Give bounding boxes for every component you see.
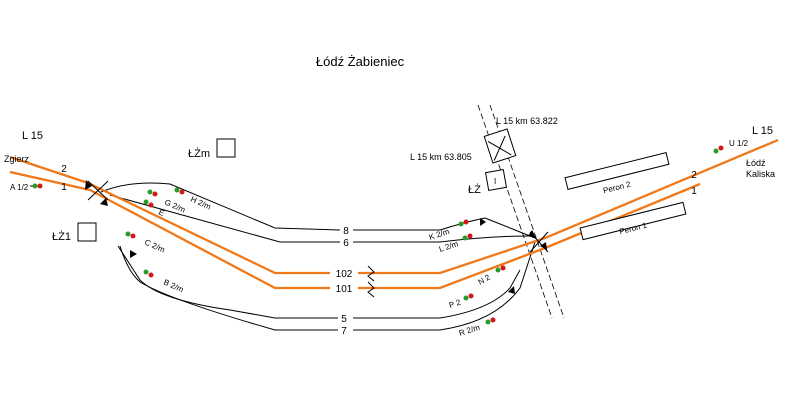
track-label-right-2: 2 <box>691 170 697 181</box>
track-label-8: 8 <box>343 226 349 237</box>
post-lz1-label: ŁŻ1 <box>52 230 71 243</box>
insulation-break-101 <box>367 281 375 298</box>
signal-b-label: B 2/m <box>162 278 185 295</box>
track-diagonal-right <box>484 217 536 239</box>
track-label-5: 5 <box>341 314 347 325</box>
signal-n <box>495 265 506 273</box>
switch-left-arrow-a <box>85 180 92 190</box>
post-lzm-label: ŁŻm <box>188 147 210 160</box>
switch-right-arrow-a <box>528 230 536 238</box>
switch-left-cross <box>87 180 109 201</box>
switch-right-bottom-arrow <box>508 286 515 294</box>
track-7-right <box>353 241 536 331</box>
track-6-right <box>353 235 531 243</box>
switch-left-bottom-arrow <box>130 250 137 258</box>
post-lz1-box <box>77 222 97 242</box>
switch-left-arrow-b <box>100 198 108 206</box>
signal-e-label: E <box>157 208 166 218</box>
track-7-left <box>119 245 338 331</box>
signal-b <box>143 269 154 278</box>
crossing-gate-cross-b <box>493 135 506 161</box>
signal-r <box>485 317 496 325</box>
crossing-gate-box <box>483 128 517 164</box>
signal-p <box>463 293 474 301</box>
signal-u-label: U 1/2 <box>729 139 749 148</box>
post-lzm-box <box>216 138 236 158</box>
platform-2 <box>564 151 670 191</box>
signal-g-label: G 2/m <box>163 198 187 215</box>
main-track-2-left <box>9 155 330 275</box>
signal-a <box>30 183 43 189</box>
lz-post-mark: I <box>494 177 496 186</box>
line-label-right: L 15 <box>752 125 773 137</box>
destination-lodz: Łódź <box>746 158 766 168</box>
track-label-left-2: 2 <box>61 164 67 175</box>
signal-l-label: L 2/m <box>438 239 460 254</box>
signal-u <box>713 145 724 154</box>
platform-2-label: Peron 2 <box>602 180 632 196</box>
signal-c <box>125 231 136 239</box>
track-label-102: 102 <box>336 269 353 280</box>
signal-r-label: R 2/m <box>458 323 481 338</box>
signal-g <box>147 189 158 197</box>
switch-right-arrow-b <box>540 242 547 250</box>
track-8-left <box>100 182 341 231</box>
line-label-left: L 15 <box>22 130 43 142</box>
platform-1 <box>579 201 687 241</box>
post-lz-label: ŁŻ <box>468 183 481 196</box>
destination-kaliska: Kaliska <box>746 169 775 179</box>
page-title: Łódź Żabieniec <box>316 54 405 69</box>
track-6-left <box>109 194 340 243</box>
track-5-left <box>117 245 338 319</box>
insulation-break-102 <box>367 265 375 282</box>
signal-h-label: H 2/m <box>189 195 212 212</box>
signal-c-label: C 2/m <box>143 238 166 255</box>
track-5-right <box>353 269 521 319</box>
signal-l <box>462 233 473 241</box>
destination-zgierz: Zgierz <box>4 154 30 164</box>
signal-h <box>174 187 185 195</box>
signal-a-label: A 1/2 <box>10 183 29 192</box>
signal-p-label: P 2 <box>448 298 463 310</box>
signal-k <box>458 219 469 227</box>
track-label-right-1: 1 <box>691 186 697 197</box>
signal-n-label: N 2 <box>477 272 493 286</box>
signal-e <box>143 199 154 208</box>
track-label-7: 7 <box>341 326 347 337</box>
track-label-left-1: 1 <box>61 182 67 193</box>
main-track-1-left <box>9 170 330 290</box>
crossing-km-top: L 15 km 63.822 <box>496 116 558 126</box>
crossing-km-bottom: L 15 km 63.805 <box>410 152 472 162</box>
main-track-1-right <box>358 182 701 290</box>
main-track-2-right <box>358 138 779 275</box>
track-label-6: 6 <box>343 238 349 249</box>
lz-post-box <box>484 168 508 192</box>
track-label-101: 101 <box>336 284 353 295</box>
switch-right-top-arrow <box>480 218 486 226</box>
signal-k-label: K 2/m <box>428 227 451 242</box>
